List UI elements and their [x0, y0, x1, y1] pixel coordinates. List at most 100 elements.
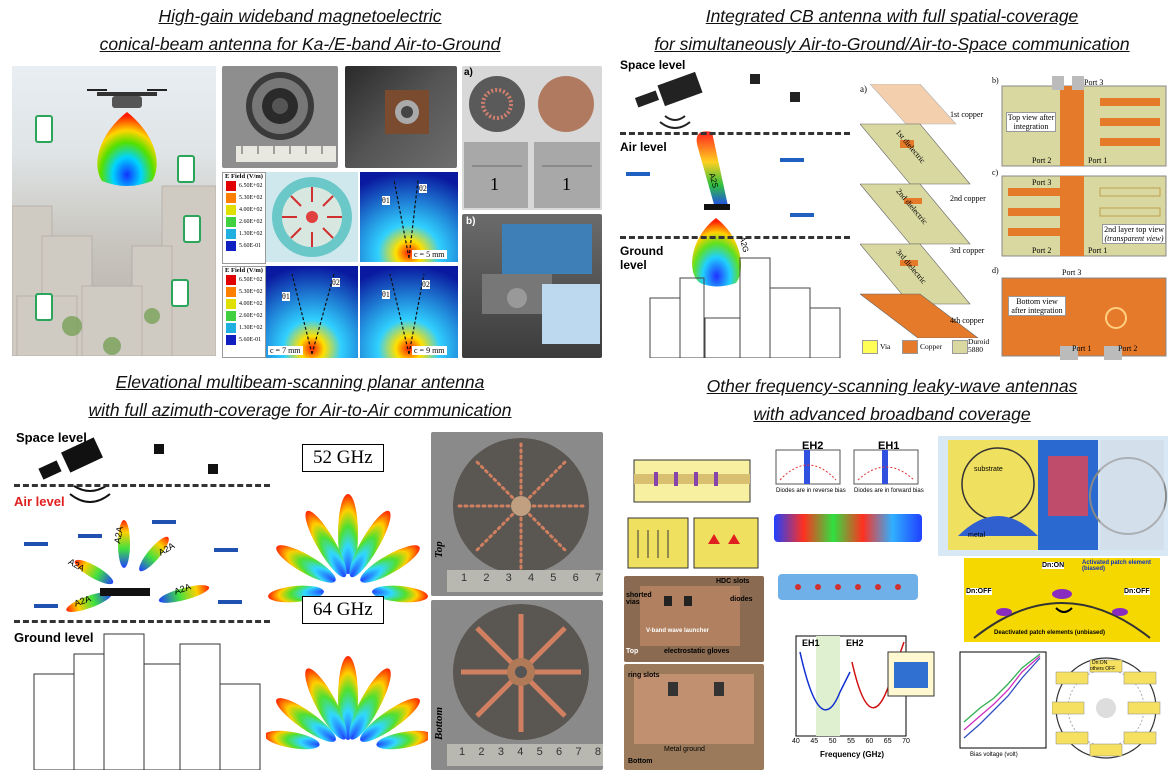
test-setup-photo: b)	[462, 214, 602, 358]
d-on-label: Dn:ON	[1042, 562, 1065, 569]
space-level-label: Space level	[16, 430, 87, 445]
layer2-view-line1: 2nd layer top view	[1104, 225, 1164, 234]
level-divider	[620, 236, 850, 239]
ground-level-label: Ground level	[620, 244, 664, 272]
title-bottom-right-line1: Other frequency-scanning leaky-wave ante…	[706, 376, 1078, 396]
satellite-icon	[38, 437, 218, 480]
ruler-digit: 7	[594, 572, 601, 584]
panel-a-label: a)	[464, 67, 473, 78]
d-off-label: Dn:OFF	[966, 588, 992, 595]
activated-label: Activated patch element (biased)	[1082, 560, 1152, 572]
ground-level-label: Ground level	[14, 630, 94, 645]
satellite-icon	[634, 71, 800, 108]
title-bottom-right: Other frequency-scanning leaky-wave ante…	[610, 372, 1174, 428]
phone-icons	[35, 115, 201, 321]
port-label: Port 1	[1088, 246, 1108, 255]
dispersion-plot: EH1 EH2 40 45 50 55 60 65 70 Frequency (…	[770, 632, 946, 772]
sim-label-c7: c = 7 mm	[268, 346, 303, 355]
prototype-top-label: Top	[433, 541, 445, 558]
legend-value: 4.00E+02	[239, 207, 263, 213]
vband-label: V-band wave launcher	[646, 628, 710, 634]
theta2-label: θ2	[332, 278, 340, 287]
ruler-digit: 2	[478, 746, 485, 758]
electrostatic-label: electrostatic gloves	[664, 648, 730, 655]
pattern-52ghz	[268, 494, 428, 603]
title-top-right-line1: Integrated CB antenna with full spatial-…	[705, 6, 1079, 26]
sim-label-c9: c = 9 mm	[412, 346, 447, 355]
bias-voltage-label: Bias voltage (volt)	[970, 752, 1018, 758]
lwa-schematic	[624, 434, 764, 572]
ruler-bottom: 1 2 3 4 5 6 7 8	[459, 746, 601, 758]
fabricated-disks-photo: a) 1 1	[462, 66, 602, 210]
level-divider	[14, 484, 270, 487]
title-top-right-line2: for simultaneously Air-to-Ground/Air-to-…	[654, 34, 1130, 54]
freq-tick: 45	[810, 738, 819, 745]
reverse-bias-label: Diodes are in reverse bias	[776, 488, 846, 494]
patch-element-diagram: Dn:OFF Dn:OFF Dn:ON Activated patch elem…	[964, 558, 1160, 642]
legend-value: 5.60E-01	[239, 243, 262, 249]
panel-a-label: a)	[860, 84, 867, 94]
drone-icon	[24, 520, 242, 608]
circular-d-on: Dn:ON	[1092, 660, 1108, 666]
deactivated-label: Deactivated patch elements (unbiased)	[994, 630, 1106, 636]
freq-tick: 70	[902, 738, 910, 745]
freq-tick: 60	[865, 738, 874, 745]
ruler-digit: 2	[483, 572, 490, 584]
panel-c-label: c)	[992, 168, 999, 177]
freq-axis-ticks: 40 45 50 55 60 65 70	[792, 738, 910, 745]
prototype-top-photo: Top 1 2 3 4 5 6 7	[431, 432, 603, 596]
freq-64ghz-label: 64 GHz	[302, 596, 384, 624]
copper-layer-labels: 1st copper 2nd copper 3rd copper 4th cop…	[950, 100, 990, 340]
panel-b-label: b)	[466, 216, 476, 227]
freq-tick: 50	[828, 738, 837, 745]
legend-value: 4.00E+02	[239, 301, 263, 307]
shorted-vias-label: shorted vias	[626, 592, 652, 606]
ruler-digit: 5	[536, 746, 543, 758]
legend-value: 2.60E+02	[239, 219, 263, 225]
port-label: Port 1	[1088, 156, 1108, 165]
title-bottom-right-line2: with advanced broadband coverage	[753, 404, 1031, 424]
port-label: Port 1	[1072, 344, 1092, 353]
multibeam-lobes	[66, 520, 210, 612]
drone-icon	[626, 158, 814, 217]
ruler-digit: 1	[562, 174, 571, 194]
ruler-digit: 8	[594, 746, 601, 758]
metal-label: metal	[968, 532, 986, 539]
copper-label: 2nd copper	[950, 194, 986, 203]
ruler-digit: 1	[459, 746, 466, 758]
ruler-digit: 5	[550, 572, 557, 584]
legend-title: E Field (V/m)	[225, 267, 263, 274]
freq-52ghz-label: 52 GHz	[302, 444, 384, 472]
panel-b-label: b)	[992, 76, 999, 85]
forward-bias-label: Diodes are in forward bias	[854, 488, 924, 494]
ruler-digit: 3	[505, 572, 512, 584]
theta1-label: θ1	[382, 196, 390, 205]
bottom-label: Bottom	[628, 758, 653, 765]
ruler-digit: 4	[517, 746, 524, 758]
circular-switch-diagram: Dn:ON others OFF	[1052, 646, 1168, 770]
legend-duroid: Duroid 5880	[968, 337, 990, 354]
freq-axis-label: Frequency (GHz)	[820, 750, 885, 759]
copper-label: 3rd copper	[950, 246, 985, 255]
efield-legend-bottom: E Field (V/m) 6.50E+02 5.30E+02 4.00E+02…	[222, 266, 266, 358]
air-level-label: Air level	[14, 494, 65, 509]
conical-beam-pattern	[97, 112, 157, 186]
panel-d-label: d)	[992, 266, 999, 275]
port-label: Port 2	[1118, 344, 1138, 353]
lwa-top-photo: shorted vias HDC slots diodes V-band wav…	[624, 576, 764, 662]
space-air-ground-diagram: Space level Air level Ground level A2S A…	[620, 58, 858, 358]
dispersion-eh2: EH2	[846, 638, 864, 648]
city-scene-illustration	[12, 89, 216, 356]
prototype-bottom-photo: Bottom 1 2 3 4 5 6 7 8	[431, 600, 603, 770]
legend-value: 5.30E+02	[239, 195, 263, 201]
theta1-label: θ1	[282, 292, 290, 301]
layer-views: b) c) d) Top view after integration 2nd …	[992, 76, 1168, 362]
reconfigurable-lwa-model: substrate metal	[938, 436, 1168, 556]
air-level-label: Air level	[620, 140, 667, 154]
ruler-digit: 3	[497, 746, 504, 758]
metal-ground-label: Metal ground	[664, 746, 705, 753]
ruler-digit: 1	[461, 572, 468, 584]
legend-value: 5.30E+02	[239, 289, 263, 295]
freq-tick: 55	[847, 738, 855, 745]
sim-label-c5: c = 5 mm	[412, 250, 447, 259]
